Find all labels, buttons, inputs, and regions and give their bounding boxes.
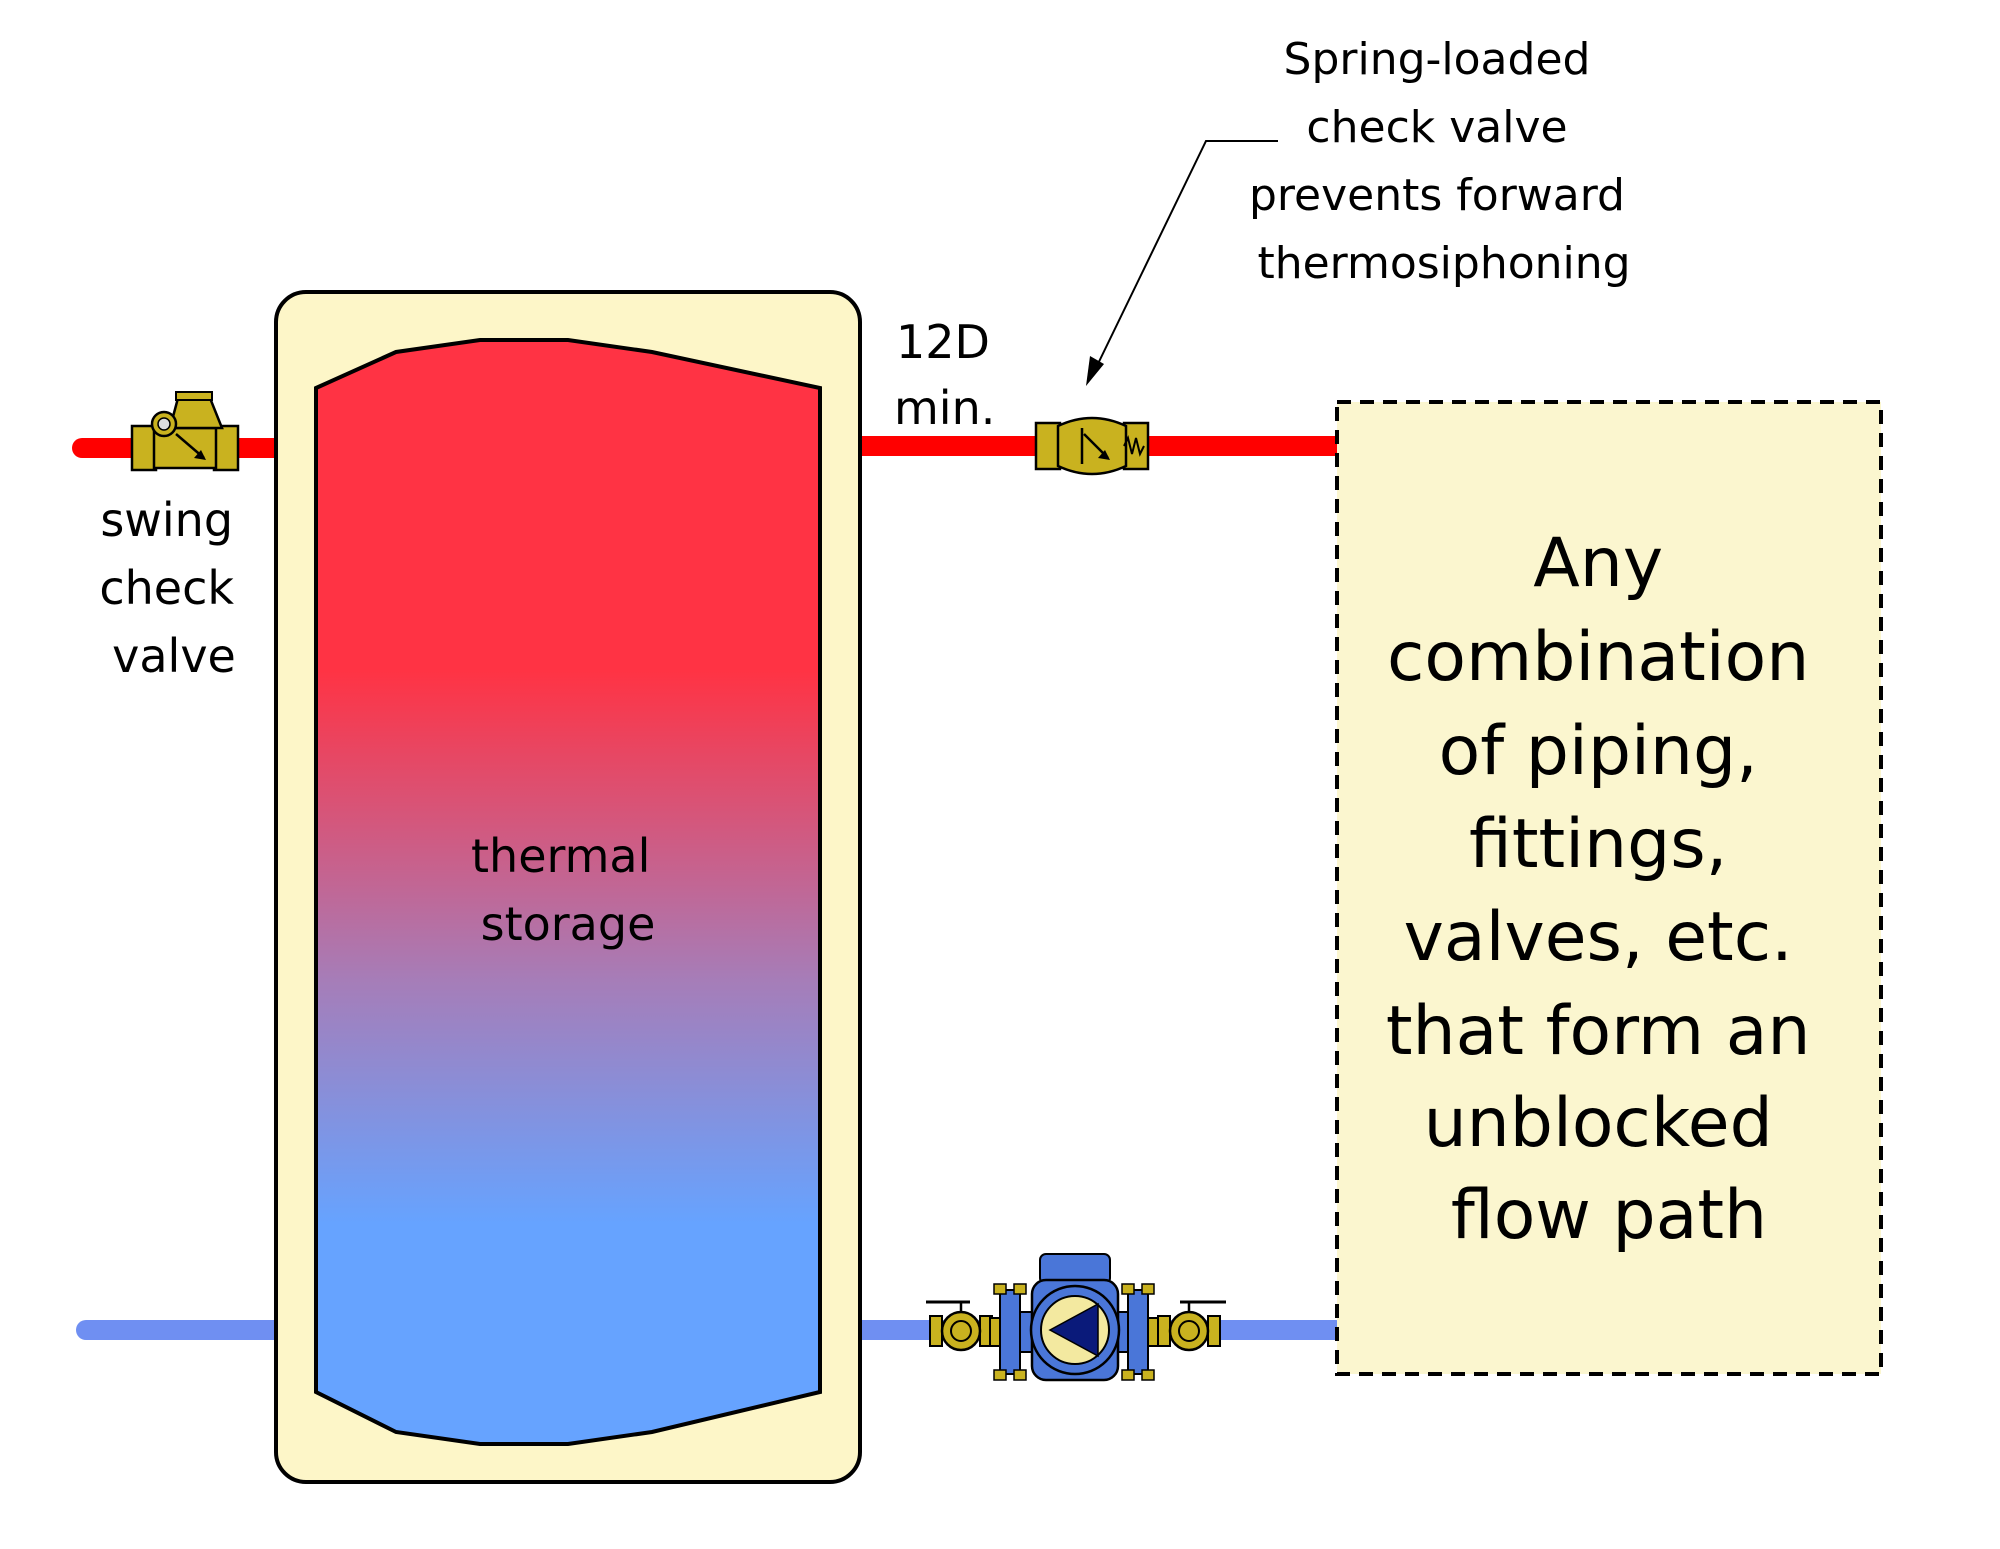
swing-check-valve — [130, 391, 240, 472]
flow-path-box-label-line: that form an — [1386, 992, 1811, 1071]
swing-check-label-line: check — [99, 561, 234, 615]
callout-leader-line — [1086, 140, 1278, 386]
flow-path-box-label-line: valves, etc. — [1404, 898, 1793, 977]
tank-label-line: storage — [481, 897, 656, 951]
tank-vessel — [314, 338, 822, 1446]
left-ball-valve — [926, 1300, 993, 1352]
spring-check-callout: Spring-loaded check valve prevents forwa… — [1249, 34, 1639, 289]
swing-check-label-line: swing — [100, 493, 233, 547]
spring-check-callout-line: prevents forward — [1249, 170, 1625, 221]
callout-arrowhead-icon — [1086, 356, 1104, 386]
min-distance-label-line: min. — [894, 381, 995, 435]
tank-label-line: thermal — [471, 829, 650, 883]
min-distance-label-line: 12D — [896, 315, 990, 369]
flow-path-box-label-line: Any — [1533, 524, 1663, 603]
swing-check-label-line: valve — [112, 629, 236, 683]
swing-check-label: swing check valve — [99, 493, 248, 683]
right-ball-valve — [1157, 1300, 1226, 1352]
right-flange — [1121, 1283, 1159, 1381]
thermal-storage-tank — [274, 290, 862, 1484]
flow-path-box-label-line: unblocked — [1424, 1084, 1773, 1163]
flow-path-box-label-line: fittings, — [1469, 805, 1727, 884]
flow-path-box-label: Any combination of piping, fittings, val… — [1386, 524, 1832, 1255]
spring-check-callout-line: Spring-loaded — [1284, 34, 1591, 85]
flow-path-box-label-line: combination — [1387, 618, 1809, 697]
circulator-pump — [1019, 1253, 1129, 1382]
spring-loaded-check-valve — [1034, 416, 1150, 476]
left-flange — [989, 1283, 1027, 1381]
flow-path-box-label-line: flow path — [1451, 1176, 1767, 1255]
flow-path-box-label-line: of piping, — [1439, 712, 1758, 791]
min-distance-label: 12D min. — [894, 315, 1005, 435]
pump-flow-arrow-icon — [1048, 1302, 1099, 1358]
spring-check-callout-line: thermosiphoning — [1257, 238, 1630, 289]
spring-check-callout-line: check valve — [1306, 102, 1567, 153]
tank-label: thermal storage — [471, 829, 665, 951]
flow-path-box — [1335, 400, 1883, 1376]
